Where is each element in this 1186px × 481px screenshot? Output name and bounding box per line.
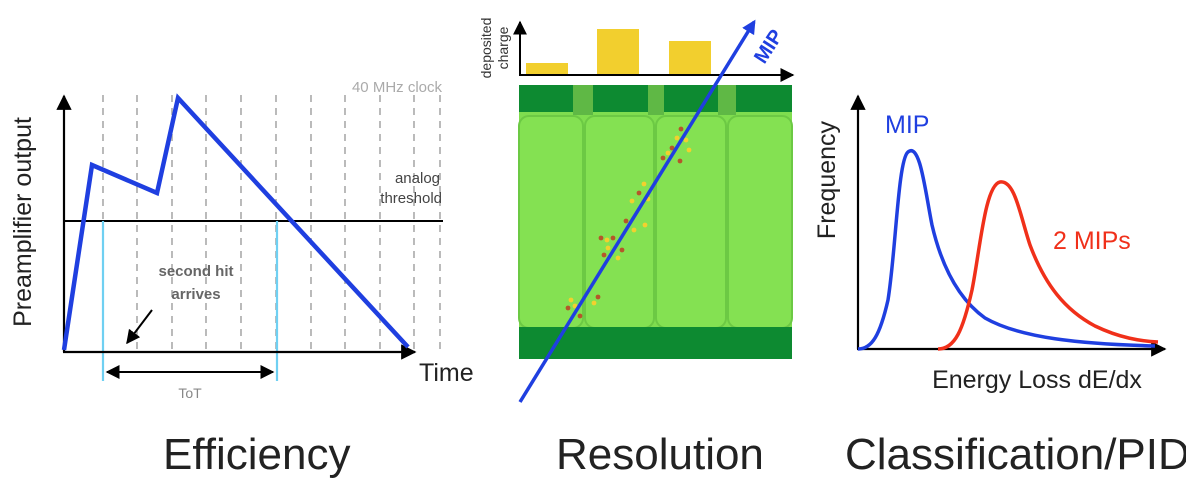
sensor xyxy=(518,85,793,359)
resolution-caption: Resolution xyxy=(556,430,764,479)
threshold-label-line1: analog xyxy=(395,170,440,187)
efficiency-y-axis-label: Preamplifier output xyxy=(9,117,37,327)
charge-bar-1 xyxy=(526,63,568,74)
clock-lines xyxy=(102,95,441,350)
pixel-gap-1 xyxy=(573,85,593,115)
second-hit-arrow xyxy=(126,309,153,345)
classification-panel: MIP 2 MIPs Energy Loss dE/dx Frequency xyxy=(813,94,1167,394)
clock-label: 40 MHz clock xyxy=(352,79,443,96)
charge-bar-2 xyxy=(597,29,639,74)
mip-track xyxy=(518,19,756,403)
pixel-gap-2 xyxy=(648,85,664,115)
threshold-label-line2: threshold xyxy=(380,190,442,207)
ionization-dots xyxy=(565,126,692,319)
pid-y-axis-label: Frequency xyxy=(813,120,841,239)
two-mips-curve xyxy=(937,180,1159,351)
charge-bars xyxy=(526,29,711,74)
classification-caption: Classification/PID xyxy=(845,430,1186,479)
tot-label: ToT xyxy=(178,385,202,401)
charge-label-line2: charge xyxy=(495,26,511,69)
sensor-bottom-electrode xyxy=(519,327,792,359)
efficiency-caption: Efficiency xyxy=(163,430,351,479)
pixel-1 xyxy=(518,115,584,329)
mip-curve xyxy=(857,148,1156,351)
resolution-panel: deposited charge xyxy=(478,18,795,403)
pixel-2 xyxy=(584,115,655,329)
efficiency-x-axis-label: Time xyxy=(419,359,474,387)
pixel-gap-3 xyxy=(718,85,736,115)
charge-bar-3 xyxy=(669,41,711,74)
mip-series-label: MIP xyxy=(885,111,929,139)
efficiency-panel: 40 MHz clock analog threshold second hit… xyxy=(9,79,474,401)
pixel-3 xyxy=(655,115,727,329)
preamp-trace xyxy=(61,93,410,351)
second-hit-label-line2: arrives xyxy=(171,286,220,303)
two-mips-series-label: 2 MIPs xyxy=(1053,227,1131,255)
charge-label-line1: deposited xyxy=(478,18,494,79)
mip-track-label: MIP xyxy=(750,26,788,68)
second-hit-label-line1: second hit xyxy=(158,263,233,280)
pid-x-axis-label: Energy Loss dE/dx xyxy=(932,366,1142,394)
pixel-4 xyxy=(727,115,793,329)
